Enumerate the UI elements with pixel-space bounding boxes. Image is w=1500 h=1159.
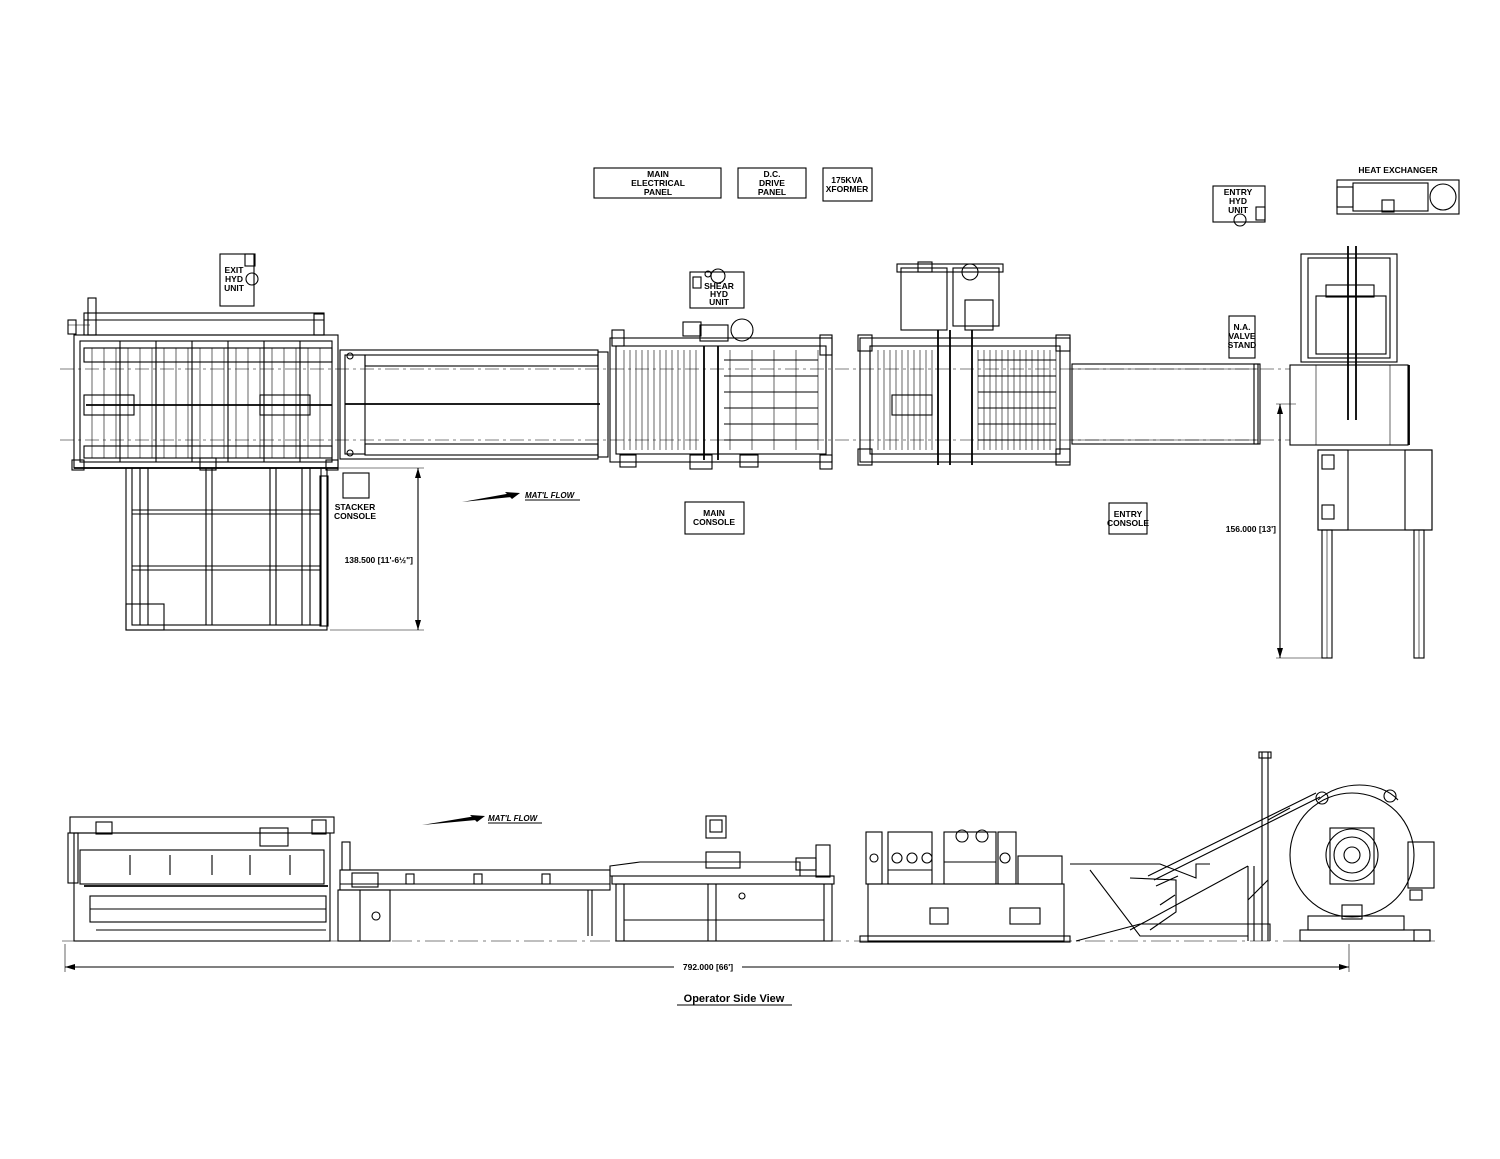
main-console-label: MAIN CONSOLE (684, 501, 745, 535)
svg-text:MAT'L FLOW: MAT'L FLOW (488, 814, 539, 823)
svg-text:UNIT: UNIT (709, 297, 730, 307)
svg-text:SHEAR: SHEAR (704, 281, 734, 291)
svg-text:D.C.: D.C. (764, 169, 781, 179)
entry-console-label: ENTRY CONSOLE (1107, 502, 1149, 535)
svg-text:CONSOLE: CONSOLE (693, 517, 735, 527)
svg-text:792.000 [66']: 792.000 [66'] (683, 962, 733, 972)
svg-text:N.A.: N.A. (1234, 322, 1251, 332)
heat-exchanger: HEAT EXCHANGER (1336, 165, 1460, 215)
svg-text:Operator Side View: Operator Side View (684, 993, 785, 1005)
svg-text:PANEL: PANEL (758, 187, 786, 197)
entry-hyd-unit-label: ENTRY HYD UNIT (1212, 185, 1266, 227)
stacker-plan (67, 297, 339, 471)
view-title: Operator Side View (677, 993, 792, 1006)
leveler-rollers (877, 350, 1057, 450)
stacker-slats (91, 341, 321, 462)
svg-text:ENTRY: ENTRY (1114, 509, 1143, 519)
svg-text:HYD: HYD (225, 274, 243, 284)
leveler-side (859, 829, 1071, 943)
svg-text:PANEL: PANEL (644, 187, 672, 197)
exit-hyd-unit-label: EXIT HYD UNIT (219, 253, 259, 307)
coil-car-side (1070, 863, 1271, 942)
uncoiler-plan (1289, 246, 1433, 659)
shear-hyd-unit-label: SHEAR HYD UNIT (689, 268, 745, 309)
svg-text:CONSOLE: CONSOLE (334, 511, 376, 521)
svg-text:ENTRY: ENTRY (1224, 187, 1253, 197)
shear-plan (609, 318, 833, 470)
stacker-pit (125, 467, 329, 631)
uncoiler-side (1289, 784, 1435, 942)
svg-text:HYD: HYD (710, 289, 728, 299)
svg-text:MAT'L FLOW: MAT'L FLOW (525, 491, 576, 500)
dc-drive-panel-label: D.C. DRIVE PANEL (737, 167, 807, 199)
svg-text:HEAT EXCHANGER: HEAT EXCHANGER (1358, 165, 1437, 175)
xformer-label: 175KVA XFORMER (822, 167, 873, 202)
dimension-entry-width: 156.000 [13'] (1226, 403, 1326, 659)
svg-text:138.500 [11'-6½"]: 138.500 [11'-6½"] (345, 555, 414, 565)
entry-table-plan (1071, 363, 1261, 445)
svg-text:STACKER: STACKER (335, 502, 375, 512)
svg-text:STAND: STAND (1228, 340, 1257, 350)
na-valve-stand-label: N.A. VALVE STAND (1228, 315, 1257, 359)
svg-text:EXIT: EXIT (225, 265, 245, 275)
svg-text:MAIN: MAIN (647, 169, 669, 179)
main-electrical-panel-label: MAIN ELECTRICAL PANEL (593, 167, 722, 199)
shear-side (609, 815, 835, 942)
svg-text:156.000 [13']: 156.000 [13'] (1226, 524, 1276, 534)
shear-rollers (623, 350, 819, 450)
material-flow-arrow-side: MAT'L FLOW (422, 814, 542, 825)
leveler-plan (857, 261, 1071, 466)
stacker-side (67, 816, 335, 942)
dimension-overall-length: 792.000 [66'] (64, 944, 1350, 972)
threading-table-side (1129, 751, 1321, 941)
material-flow-arrow-top: MAT'L FLOW (462, 491, 580, 502)
conveyor-plan (339, 349, 609, 460)
svg-text:CONSOLE: CONSOLE (1107, 518, 1149, 528)
svg-text:DRIVE: DRIVE (759, 178, 785, 188)
svg-text:MAIN: MAIN (703, 508, 725, 518)
svg-text:UNIT: UNIT (1228, 205, 1249, 215)
svg-text:XFORMER: XFORMER (826, 184, 869, 194)
svg-text:UNIT: UNIT (224, 283, 245, 293)
svg-text:HYD: HYD (1229, 196, 1247, 206)
conveyor-side (337, 841, 611, 942)
svg-text:VALVE: VALVE (1228, 331, 1255, 341)
dimension-stacker-width: 138.500 [11'-6½"] (330, 467, 424, 631)
svg-text:ELECTRICAL: ELECTRICAL (631, 178, 685, 188)
svg-text:175KVA: 175KVA (831, 175, 863, 185)
stacker-console-label: STACKER CONSOLE (334, 472, 376, 521)
